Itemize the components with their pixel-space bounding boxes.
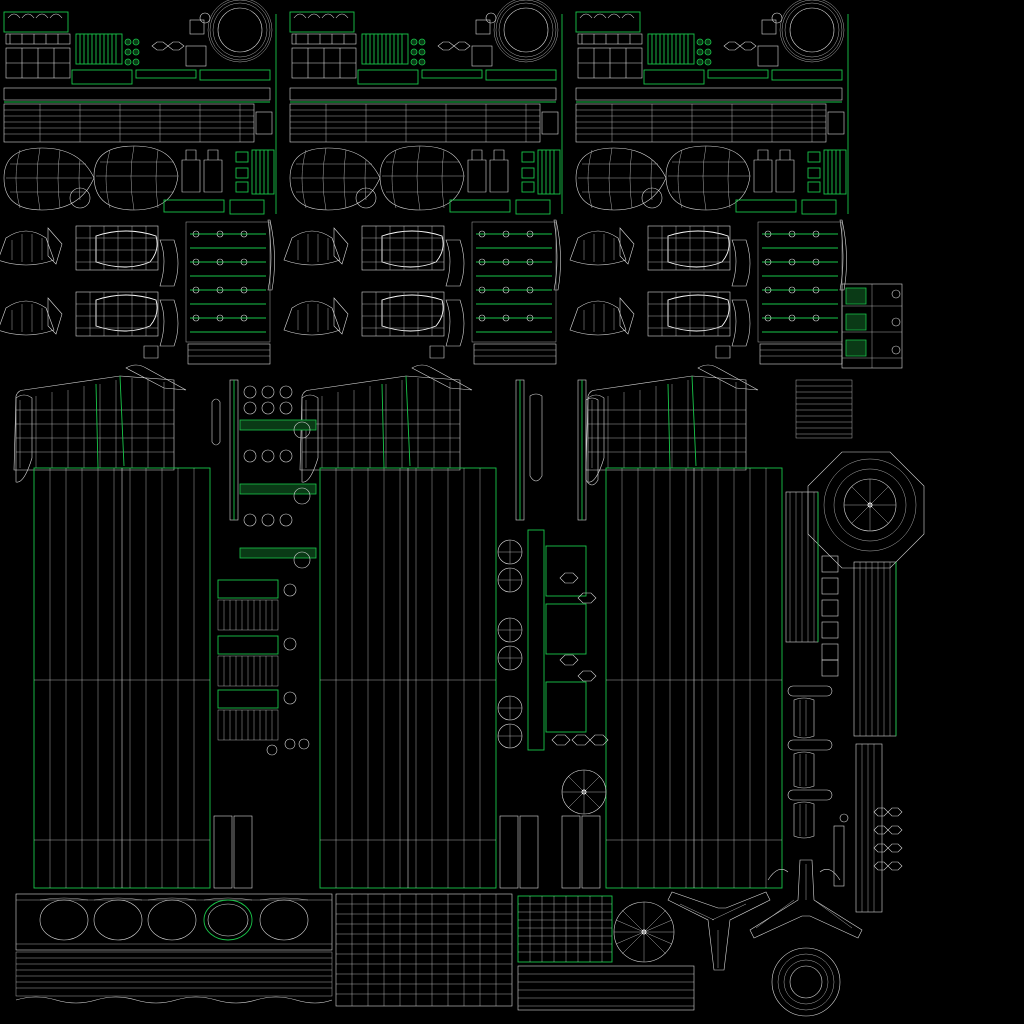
wheel-cluster-left — [217, 385, 317, 756]
uv-module-3 — [569, 0, 849, 365]
bottom-grid-panel — [335, 893, 513, 1007]
bottom-right-panels — [517, 895, 695, 1011]
fuselage-panel-2 — [299, 364, 497, 889]
fuselage-panel-3 — [585, 364, 783, 889]
uv-module-1 — [0, 0, 277, 365]
uv-module-2 — [283, 0, 563, 365]
pill-and-barrel-pieces — [787, 685, 833, 839]
right-box-cluster — [795, 283, 903, 439]
right-column-strips — [785, 491, 897, 913]
round-disc-bottom — [771, 947, 841, 1017]
round-disc-mid — [613, 901, 675, 963]
spine-strips — [211, 379, 599, 521]
fuselage-panel-1 — [13, 364, 211, 889]
y-strut-left — [667, 891, 771, 971]
lower-strut-pieces — [213, 815, 601, 889]
porthole-strip — [15, 893, 333, 1004]
gear-wheels-middle — [497, 529, 609, 815]
y-strut-right — [749, 859, 863, 939]
octagon-hub — [807, 451, 925, 569]
bolt-column-right — [833, 807, 903, 887]
